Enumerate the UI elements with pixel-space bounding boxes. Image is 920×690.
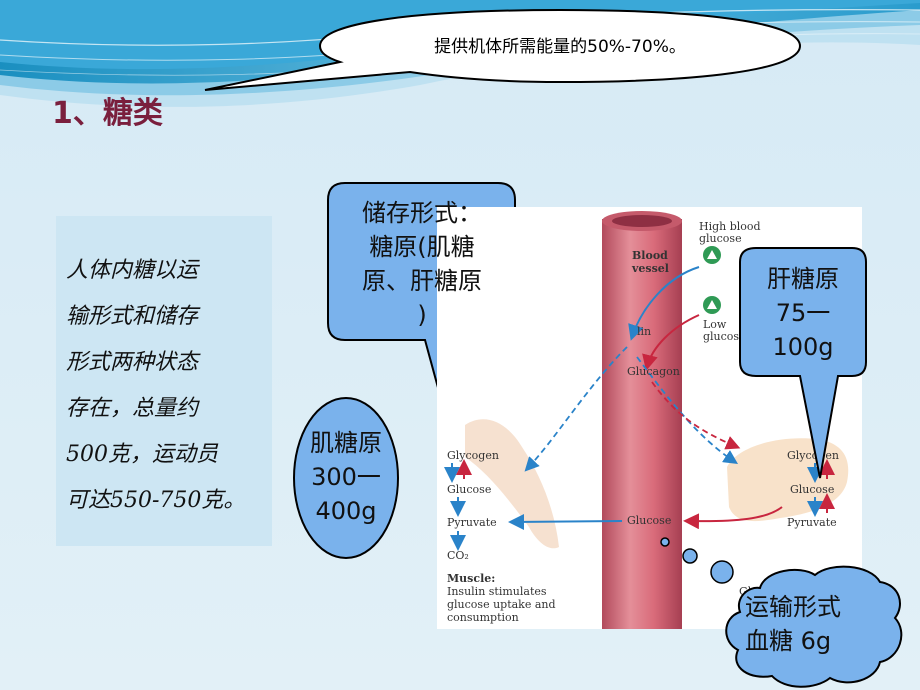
blood-vessel-label: Blood vessel xyxy=(632,249,669,275)
muscle-pyruvate-label: Pyruvate xyxy=(447,516,497,529)
liver-glycogen-label: Glycogen xyxy=(787,449,839,462)
slide-title: 1、糖类 xyxy=(52,96,163,131)
insulin-arrow xyxy=(628,266,700,341)
liver-glucose-to-blood-arrow xyxy=(683,506,783,530)
muscle-glucose-label: Glucose xyxy=(447,483,492,496)
storage-callout-text: 储存形式： 糖原(肌糖 原、肝糖原 ) xyxy=(362,199,482,329)
figure-drawing xyxy=(444,211,849,629)
center-glucose-label: Glucose xyxy=(627,514,672,527)
muscle-callout-text: 肌糖原 300一 400g xyxy=(310,429,382,525)
liver-pyruvate-label: Pyruvate xyxy=(787,516,837,529)
muscle-caption: Insulin stimulates glucose uptake and co… xyxy=(447,585,556,624)
liver-glucose-label: Glucose xyxy=(790,483,835,496)
liver-callout-text: 肝糖原 75一 100g xyxy=(767,265,839,361)
glucagon-to-liver-arrow xyxy=(651,381,741,450)
muscle-illustration xyxy=(465,419,559,549)
low-glucose-label: Low glucose xyxy=(703,318,746,343)
blood-glucose-to-muscle-arrow xyxy=(508,513,623,530)
top-callout-text: 提供机体所需能量的50%-70%。 xyxy=(434,37,686,57)
glucagon-label: Glucagon xyxy=(627,365,680,378)
muscle-co2-label: CO₂ xyxy=(447,549,469,562)
muscle-glycogen-label: Glycogen xyxy=(447,449,499,462)
blood-vessel-illustration xyxy=(602,211,682,629)
text-box-body: 人体内糖以运 输形式和储存 形式两种状态 存在，总量约 500克，运动员 可达5… xyxy=(66,258,246,513)
insulin-label: lin xyxy=(637,325,652,338)
glucagon-arrow xyxy=(642,314,700,371)
text-box xyxy=(56,216,272,546)
storage-callout-bubble xyxy=(327,182,761,396)
insulin-to-muscle-arrow xyxy=(524,346,628,472)
muscle-caption-title: Muscle: xyxy=(447,572,496,585)
high-glucose-label: High blood glucose xyxy=(699,220,761,245)
transport-callout-text: 运输形式 血糖 6g xyxy=(745,593,841,655)
top-callout-bubble xyxy=(204,8,802,91)
